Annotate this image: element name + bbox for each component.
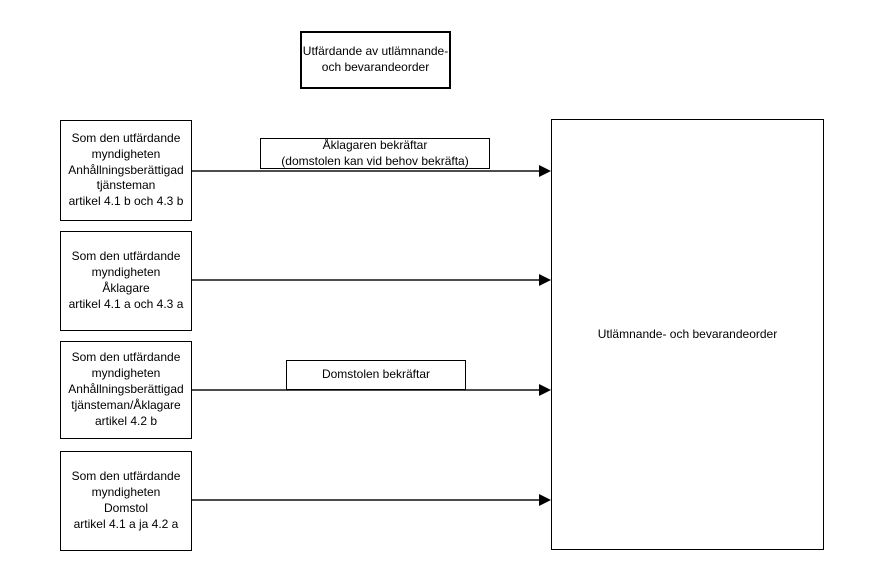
source-box-line: tjänsteman (96, 178, 156, 193)
title-box-utfardande: Utfärdande av utlämnande- och bevarandeo… (300, 31, 451, 89)
source-box-line: myndigheten (91, 366, 161, 381)
source-box-line: Domstol (103, 501, 148, 515)
source-box-line: Åklagare (102, 281, 150, 295)
source-box-line: myndigheten (91, 265, 161, 280)
source-box-tjansteman-aklagare: Som den utfärdande myndigheten Anhållnin… (60, 341, 192, 439)
source-box-anhallningsberattigad-tjansteman: Som den utfärdande myndigheten Anhållnin… (60, 120, 192, 221)
source-box-line: myndigheten (91, 146, 161, 161)
arrow-row-1 (192, 165, 551, 177)
arrow-shaft (192, 279, 542, 281)
source-box-line: Som den utfärdande (71, 469, 181, 484)
arrow-shaft (192, 499, 542, 501)
arrow-row-4 (192, 494, 551, 506)
title-box-line: och bevarandeorder (321, 60, 430, 74)
source-box-line: artikel 4.1 a ja 4.2 a (73, 516, 179, 531)
confirm-box-line: Åklagaren bekräftar (322, 137, 428, 152)
arrow-shaft (192, 170, 542, 172)
source-box-line: Anhållningsberättigad (68, 382, 184, 397)
source-box-line: artikel 4.2 b (94, 413, 158, 428)
title-box-line: Utfärdande av utlämnande- (302, 44, 449, 59)
source-box-line: Anhållningsberättigad (68, 162, 184, 177)
confirm-box-domstolen-bekraftar: Domstolen bekräftar (286, 360, 466, 390)
arrow-shaft (192, 389, 542, 391)
source-box-domstol: Som den utfärdande myndigheten Domstol a… (60, 451, 192, 551)
confirm-box-line: Domstolen bekräftar (321, 367, 431, 382)
source-box-aklagare: Som den utfärdande myndigheten Åklagare … (60, 231, 192, 331)
arrow-row-2 (192, 274, 551, 286)
source-box-line: tjänsteman/Åklagare (71, 397, 181, 412)
arrow-row-3 (192, 384, 551, 396)
source-box-line: artikel 4.1 b och 4.3 b (68, 194, 184, 209)
arrow-head (539, 494, 551, 506)
arrow-head (539, 165, 551, 177)
source-box-line: Som den utfärdande (71, 350, 181, 365)
source-box-line: Som den utfärdande (71, 130, 181, 145)
source-box-line: artikel 4.1 a och 4.3 a (68, 296, 184, 311)
confirm-box-aklagaren-bekraftar: Åklagaren bekräftar (domstolen kan vid b… (260, 138, 490, 169)
target-box-utlamnande-och-bevarandeorder: Utlämnande- och bevarandeorder (551, 119, 824, 550)
confirm-box-line: (domstolen kan vid behov bekräfta) (281, 153, 469, 168)
source-box-line: myndigheten (91, 485, 161, 500)
source-box-line: Som den utfärdande (71, 249, 181, 264)
target-box-label: Utlämnande- och bevarandeorder (597, 326, 778, 341)
arrow-head (539, 274, 551, 286)
arrow-head (539, 384, 551, 396)
